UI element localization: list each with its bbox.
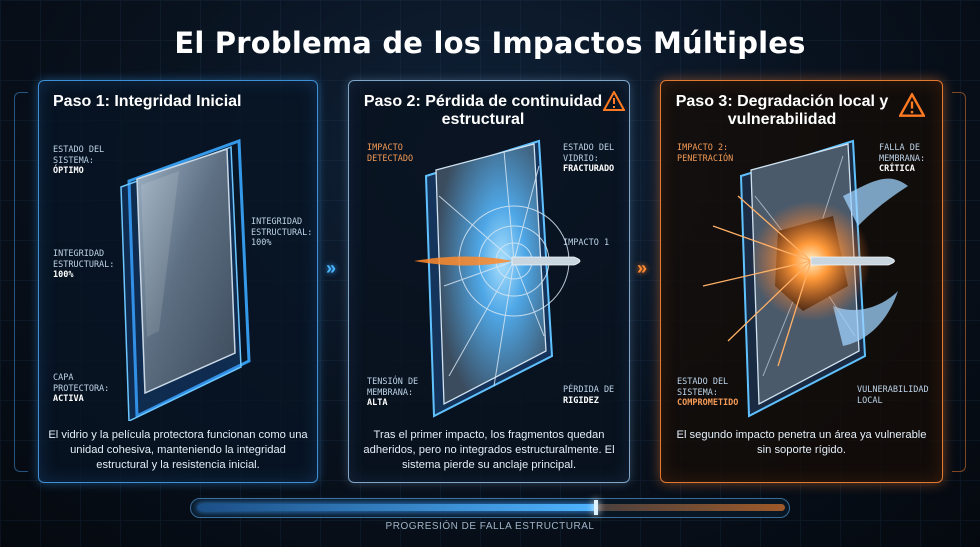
failure-progress-bar [190, 498, 790, 518]
warning-icon [899, 93, 925, 117]
impact-1-label: IMPACTO 1 [563, 238, 610, 248]
penetrated-glass-illustration [702, 139, 908, 418]
page-title: El Problema de los Impactos Múltiples [174, 26, 806, 60]
step-3-panel: Paso 3: Degradación local y vulnerabilid… [660, 80, 943, 483]
step-2-title: Paso 2: Pérdida de continuidad estructur… [363, 93, 603, 128]
chevron-right-icon: » [326, 258, 337, 278]
left-frame-bracket [14, 92, 28, 472]
progress-marker [594, 500, 598, 515]
fractured-glass-illustration [414, 139, 581, 418]
impact-2-label: IMPACTO 2:PENETRACIÓN [677, 143, 734, 164]
progress-remaining [597, 504, 785, 511]
step-1-title: Paso 1: Integridad Inicial [53, 93, 242, 110]
step-2-panel: Paso 2: Pérdida de continuidad estructur… [348, 80, 630, 483]
warning-icon [603, 91, 625, 111]
intact-glass-illustration [120, 138, 251, 421]
chevron-right-icon: » [637, 258, 648, 278]
step-3-description: El segundo impacto penetra un área ya vu… [676, 429, 927, 456]
step-2-description: Tras el primer impacto, los fragmentos q… [363, 429, 615, 471]
step-3-title: Paso 3: Degradación local y vulnerabilid… [675, 93, 889, 128]
progress-fill [197, 504, 597, 511]
right-frame-bracket [952, 92, 966, 472]
step-1-description: El vidrio y la película protectora funci… [48, 429, 308, 471]
progress-label: PROGRESIÓN DE FALLA ESTRUCTURAL [385, 521, 595, 532]
